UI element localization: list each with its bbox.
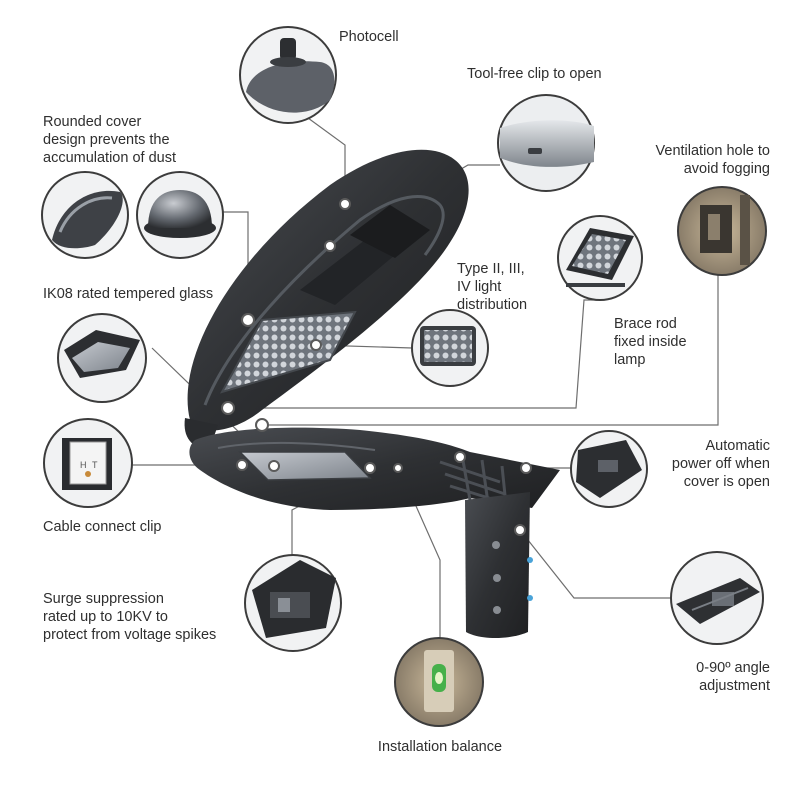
thumb-tempered-glass	[57, 313, 147, 403]
svg-text:H: H	[80, 460, 87, 470]
detail-thumbnails: H T	[41, 26, 767, 727]
label-tool-free-clip: Tool-free clip to open	[467, 66, 602, 82]
thumb-installation-balance	[394, 637, 484, 727]
line-ventilation	[262, 272, 719, 426]
thumb-brace-rod	[557, 215, 643, 301]
line-angle	[519, 529, 672, 599]
label-brace-rod: Brace rod fixed inside lamp	[614, 316, 687, 368]
label-photocell: Photocell	[339, 29, 399, 45]
thumb-cable-clip: H T	[43, 418, 133, 508]
thumb-rounded-cover-1	[41, 171, 129, 259]
lens-panel	[238, 451, 372, 481]
label-installation-balance: Installation balance	[377, 739, 503, 755]
label-tempered-glass: IK08 rated tempered glass	[43, 286, 214, 302]
thumb-power-off	[570, 430, 648, 508]
label-ventilation: Ventilation hole to avoid fogging	[655, 143, 770, 177]
thumb-ventilation	[677, 186, 767, 276]
label-rounded-cover: Rounded cover design prevents the accumu…	[43, 114, 176, 166]
thumb-tool-free-clip	[497, 94, 595, 192]
label-surge-suppression: Surge suppression rated up to 10KV to pr…	[43, 591, 217, 643]
thumb-photocell	[239, 26, 337, 124]
label-light-distribution: Type II, III, IV light distribution	[457, 261, 528, 313]
thumb-rounded-cover-2	[136, 171, 224, 259]
thumb-light-distribution	[411, 309, 489, 387]
label-power-off: Automatic power off when cover is open	[671, 438, 770, 490]
callout-dots	[221, 198, 532, 536]
label-cable-clip: Cable connect clip	[43, 519, 162, 535]
led-module	[219, 310, 357, 394]
thumb-angle-adjustment	[670, 551, 764, 645]
svg-text:T: T	[92, 460, 98, 470]
thumb-surge-suppression	[244, 554, 342, 652]
street-light-luminaire	[184, 149, 560, 638]
label-angle-adjustment: 0-90º angle adjustment	[696, 660, 770, 694]
mounting-arm	[465, 492, 530, 638]
